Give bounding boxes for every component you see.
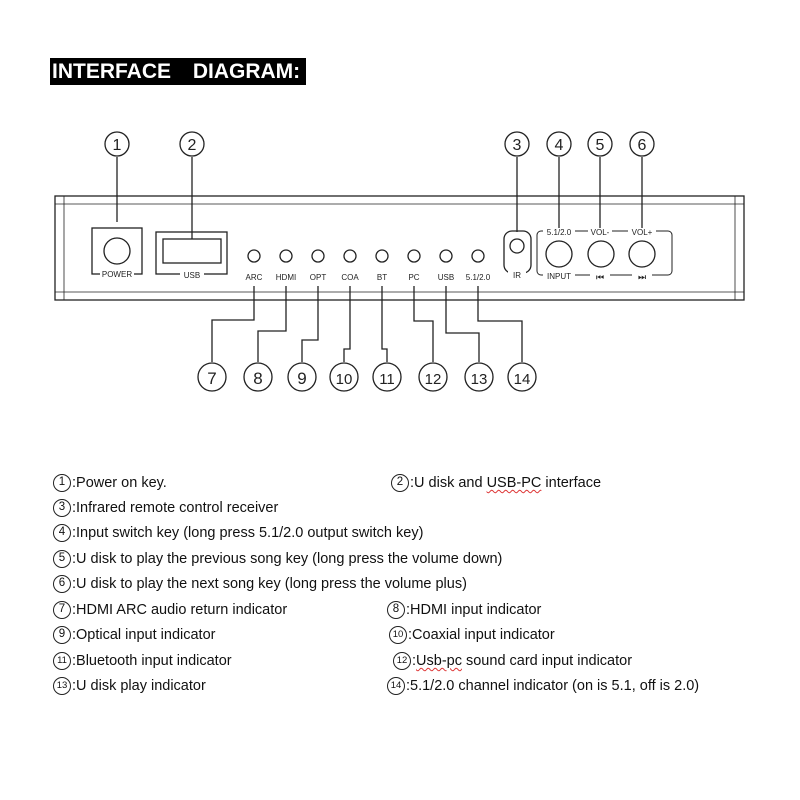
legend-number: 14 <box>387 677 405 695</box>
callout-9: 9 <box>297 369 306 388</box>
input-top-label: 5.1/2.0 <box>547 228 572 237</box>
legend-number: 1 <box>53 474 71 492</box>
callout-10: 10 <box>336 371 353 388</box>
indicator-label-channel: 5.1/2.0 <box>466 273 491 282</box>
callout-2: 2 <box>188 137 197 154</box>
legend-number: 6 <box>53 575 71 593</box>
ir-label: IR <box>513 271 521 280</box>
legend-text: :U disk and <box>410 475 487 491</box>
power-key <box>103 237 131 265</box>
power-label: POWER <box>102 270 132 279</box>
input-key <box>545 240 573 268</box>
callout-7: 7 <box>207 369 216 388</box>
legend-text: interface <box>541 475 602 491</box>
legend-number: 11 <box>53 652 71 670</box>
legend-number: 8 <box>387 601 405 619</box>
callout-4: 4 <box>555 137 564 154</box>
legend-text: sound card input indicator <box>461 653 633 669</box>
callout-1: 1 <box>113 137 122 154</box>
legend-item-12: 12 :Usb-pc sound card input indicator <box>393 652 632 670</box>
legend-number: 9 <box>53 626 71 644</box>
legend-number: 3 <box>53 499 71 517</box>
opt-indicator <box>311 249 325 263</box>
legend-item-11: 11 :Bluetooth input indicator <box>53 652 232 670</box>
vol-minus-label: VOL- <box>591 228 610 237</box>
legend-number: 13 <box>53 677 71 695</box>
device-panel <box>54 195 745 301</box>
legend-number: 4 <box>53 524 71 542</box>
legend-item-9: 9 :Optical input indicator <box>53 626 215 644</box>
legend-text: :HDMI ARC audio return indicator <box>72 602 288 618</box>
indicator-label-opt: OPT <box>310 273 327 282</box>
ir-receiver <box>509 238 525 254</box>
legend-item-5: 5 :U disk to play the previous song key … <box>53 550 502 568</box>
callout-3: 3 <box>513 137 522 154</box>
legend-item-7: 7 :HDMI ARC audio return indicator <box>53 601 287 619</box>
hdmi-indicator <box>279 249 293 263</box>
legend-text: :U disk to play the next song key (long … <box>72 576 467 592</box>
legend-text-underlined: Usb-pc <box>416 653 462 669</box>
vol-plus-label: VOL+ <box>632 228 653 237</box>
indicator-label-usb: USB <box>438 273 454 282</box>
legend-item-3: 3 :Infrared remote control receiver <box>53 499 278 517</box>
coa-indicator <box>343 249 357 263</box>
legend-text: :Power on key. <box>72 475 167 491</box>
legend-text: :U disk play indicator <box>72 678 206 694</box>
indicator-label-bt: BT <box>377 273 387 282</box>
legend-item-10: 10 :Coaxial input indicator <box>389 626 555 644</box>
legend-item-13: 13 :U disk play indicator <box>53 677 206 695</box>
legend-item-8: 8 :HDMI input indicator <box>387 601 541 619</box>
legend-item-1: 1 :Power on key. <box>53 474 167 492</box>
legend-text: :U disk to play the previous song key (l… <box>72 551 503 567</box>
arc-indicator <box>247 249 261 263</box>
callout-6: 6 <box>638 137 647 154</box>
callout-13: 13 <box>471 371 488 388</box>
vol-minus-key <box>587 240 615 268</box>
pc-indicator <box>407 249 421 263</box>
callout-11: 11 <box>379 371 395 388</box>
legend-number: 10 <box>389 626 407 644</box>
callout-8: 8 <box>253 369 262 388</box>
indicator-label-pc: PC <box>408 273 419 282</box>
indicator-label-arc: ARC <box>246 273 263 282</box>
interface-diagram: POWER USB ARC HDMI OPT COA BT PC USB 5.1… <box>54 131 745 392</box>
callout-14: 14 <box>514 371 531 388</box>
usb-port-label: USB <box>184 271 200 280</box>
channel-indicator <box>471 249 485 263</box>
legend-text: :Input switch key (long press 5.1/2.0 ou… <box>72 525 424 541</box>
legend-item-4: 4 :Input switch key (long press 5.1/2.0 … <box>53 524 423 542</box>
legend-number: 2 <box>391 474 409 492</box>
page-title: INTERFACE DIAGRAM: <box>50 58 307 85</box>
legend-text: :5.1/2.0 channel indicator (on is 5.1, o… <box>406 678 700 694</box>
legend-text: :Infrared remote control receiver <box>72 500 279 516</box>
legend-text: :Coaxial input indicator <box>408 627 555 643</box>
input-bottom-label: INPUT <box>547 272 571 281</box>
usb-indicator <box>439 249 453 263</box>
legend-text: : <box>412 653 417 669</box>
callout-5: 5 <box>596 137 605 154</box>
legend-item-2: 2 :U disk and USB-PC interface <box>391 474 601 492</box>
prev-track-icon: ⏮ <box>596 272 604 282</box>
legend-number: 12 <box>393 652 411 670</box>
legend-text: :Optical input indicator <box>72 627 216 643</box>
vol-plus-key <box>628 240 656 268</box>
indicator-label-hdmi: HDMI <box>276 273 296 282</box>
legend-number: 5 <box>53 550 71 568</box>
legend-text-underlined: USB-PC <box>486 475 542 491</box>
legend-item-14: 14 :5.1/2.0 channel indicator (on is 5.1… <box>387 677 699 695</box>
legend-item-6: 6 :U disk to play the next song key (lon… <box>53 575 467 593</box>
legend-number: 7 <box>53 601 71 619</box>
bt-indicator <box>375 249 389 263</box>
legend-text: :HDMI input indicator <box>406 602 542 618</box>
callout-12: 12 <box>425 371 442 388</box>
indicator-label-coa: COA <box>341 273 359 282</box>
next-track-icon: ⏭ <box>638 272 646 282</box>
legend-text: :Bluetooth input indicator <box>72 653 232 669</box>
